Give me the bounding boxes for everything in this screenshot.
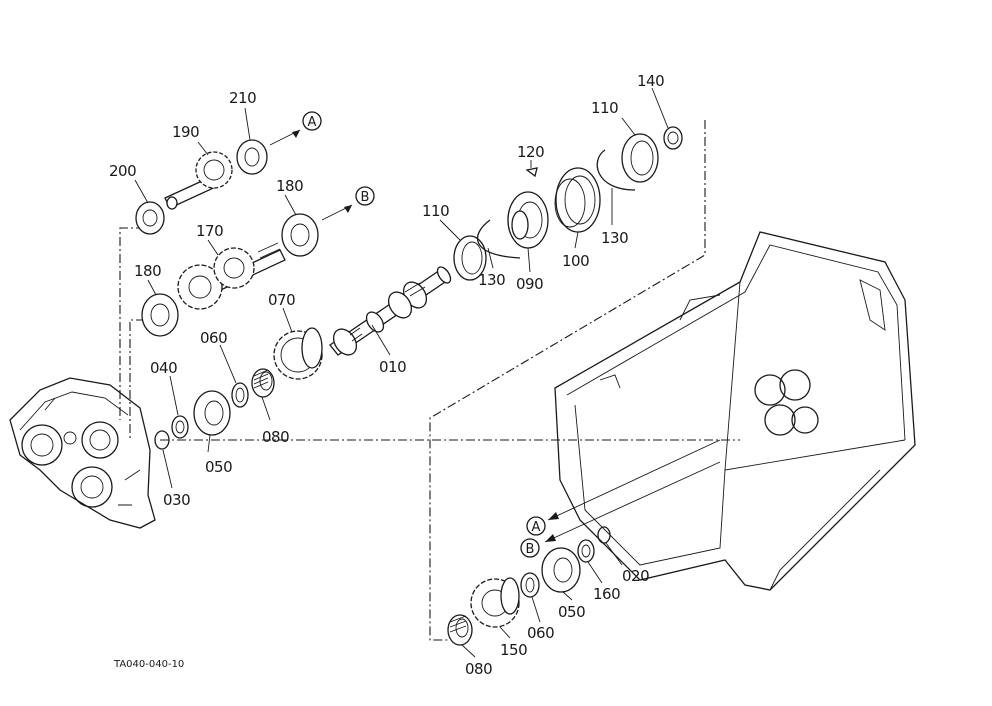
callout-200: 200 — [109, 162, 136, 180]
bearing-210 — [236, 139, 268, 175]
callout-030: 030 — [163, 491, 190, 509]
needle-bearing-080-right — [447, 614, 473, 646]
gear-070 — [273, 327, 323, 380]
ring-040 — [171, 415, 189, 439]
ref-a-upper: A — [308, 115, 317, 130]
ring-160 — [577, 539, 595, 563]
bearing-200 — [135, 201, 165, 235]
callout-190: 190 — [172, 123, 199, 141]
bearing-180-lower — [141, 293, 179, 337]
key-120 — [525, 167, 538, 178]
ball-bearing-050-left — [193, 390, 231, 436]
shaft-190 — [164, 151, 233, 210]
synchro-ring-110-right — [621, 133, 659, 183]
collar-140 — [663, 126, 683, 150]
callout-050-left: 050 — [205, 458, 232, 476]
bearing-180-upper — [281, 213, 319, 257]
callout-180-lower: 180 — [134, 262, 161, 280]
ref-b-upper: B — [361, 190, 370, 205]
callout-080-right: 080 — [465, 660, 492, 678]
synchro-hub-090 — [507, 191, 549, 249]
collar-060-left — [231, 382, 249, 408]
gear-case-housing — [9, 377, 156, 529]
callout-120: 120 — [517, 143, 544, 161]
callout-150: 150 — [500, 641, 527, 659]
arrow-from-b-lower: B — [520, 461, 721, 558]
coupler-sleeve-100 — [554, 167, 601, 233]
callout-130-right: 130 — [601, 229, 628, 247]
callout-060-right: 060 — [527, 624, 554, 642]
arrow-to-a-upper: A — [269, 111, 322, 146]
ref-b-lower: B — [526, 542, 535, 557]
assembly-guide-lines — [119, 120, 740, 641]
callout-130-left: 130 — [478, 271, 505, 289]
gear-150 — [470, 577, 520, 628]
callout-140: 140 — [637, 72, 664, 90]
ref-a-lower: A — [532, 520, 541, 535]
leader-lines — [134, 87, 669, 658]
circlip-020 — [597, 526, 611, 544]
circlip-030 — [154, 430, 170, 450]
transmission-housing — [554, 231, 916, 591]
needle-bearing-080-left — [251, 368, 275, 398]
callout-100: 100 — [562, 252, 589, 270]
callout-160: 160 — [593, 585, 620, 603]
spring-130-left — [476, 219, 521, 259]
callout-labels: 210 190 200 180 170 180 070 060 040 050 … — [109, 72, 665, 678]
callout-070: 070 — [268, 291, 295, 309]
callout-110-right: 110 — [591, 99, 618, 117]
main-shaft-010 — [329, 266, 452, 356]
callout-090: 090 — [516, 275, 543, 293]
callout-180-upper: 180 — [276, 177, 303, 195]
ball-bearing-050-right — [541, 547, 581, 593]
gear-shaft-170 — [177, 242, 286, 310]
arrow-from-a-lower: A — [526, 439, 721, 536]
synchro-ring-110-left — [453, 235, 487, 281]
callout-080-left: 080 — [262, 428, 289, 446]
callout-020: 020 — [622, 567, 649, 585]
spring-130-right — [596, 149, 636, 191]
drawing-code: TA040-040-10 — [113, 659, 184, 670]
collar-060-right — [520, 572, 540, 598]
callout-210: 210 — [229, 89, 256, 107]
callout-010: 010 — [379, 358, 406, 376]
arrow-to-b-upper: B — [321, 186, 375, 221]
callout-040: 040 — [150, 359, 177, 377]
callout-110-left: 110 — [422, 202, 449, 220]
callout-050-right: 050 — [558, 603, 585, 621]
callout-060-left: 060 — [200, 329, 227, 347]
callout-170: 170 — [196, 222, 223, 240]
